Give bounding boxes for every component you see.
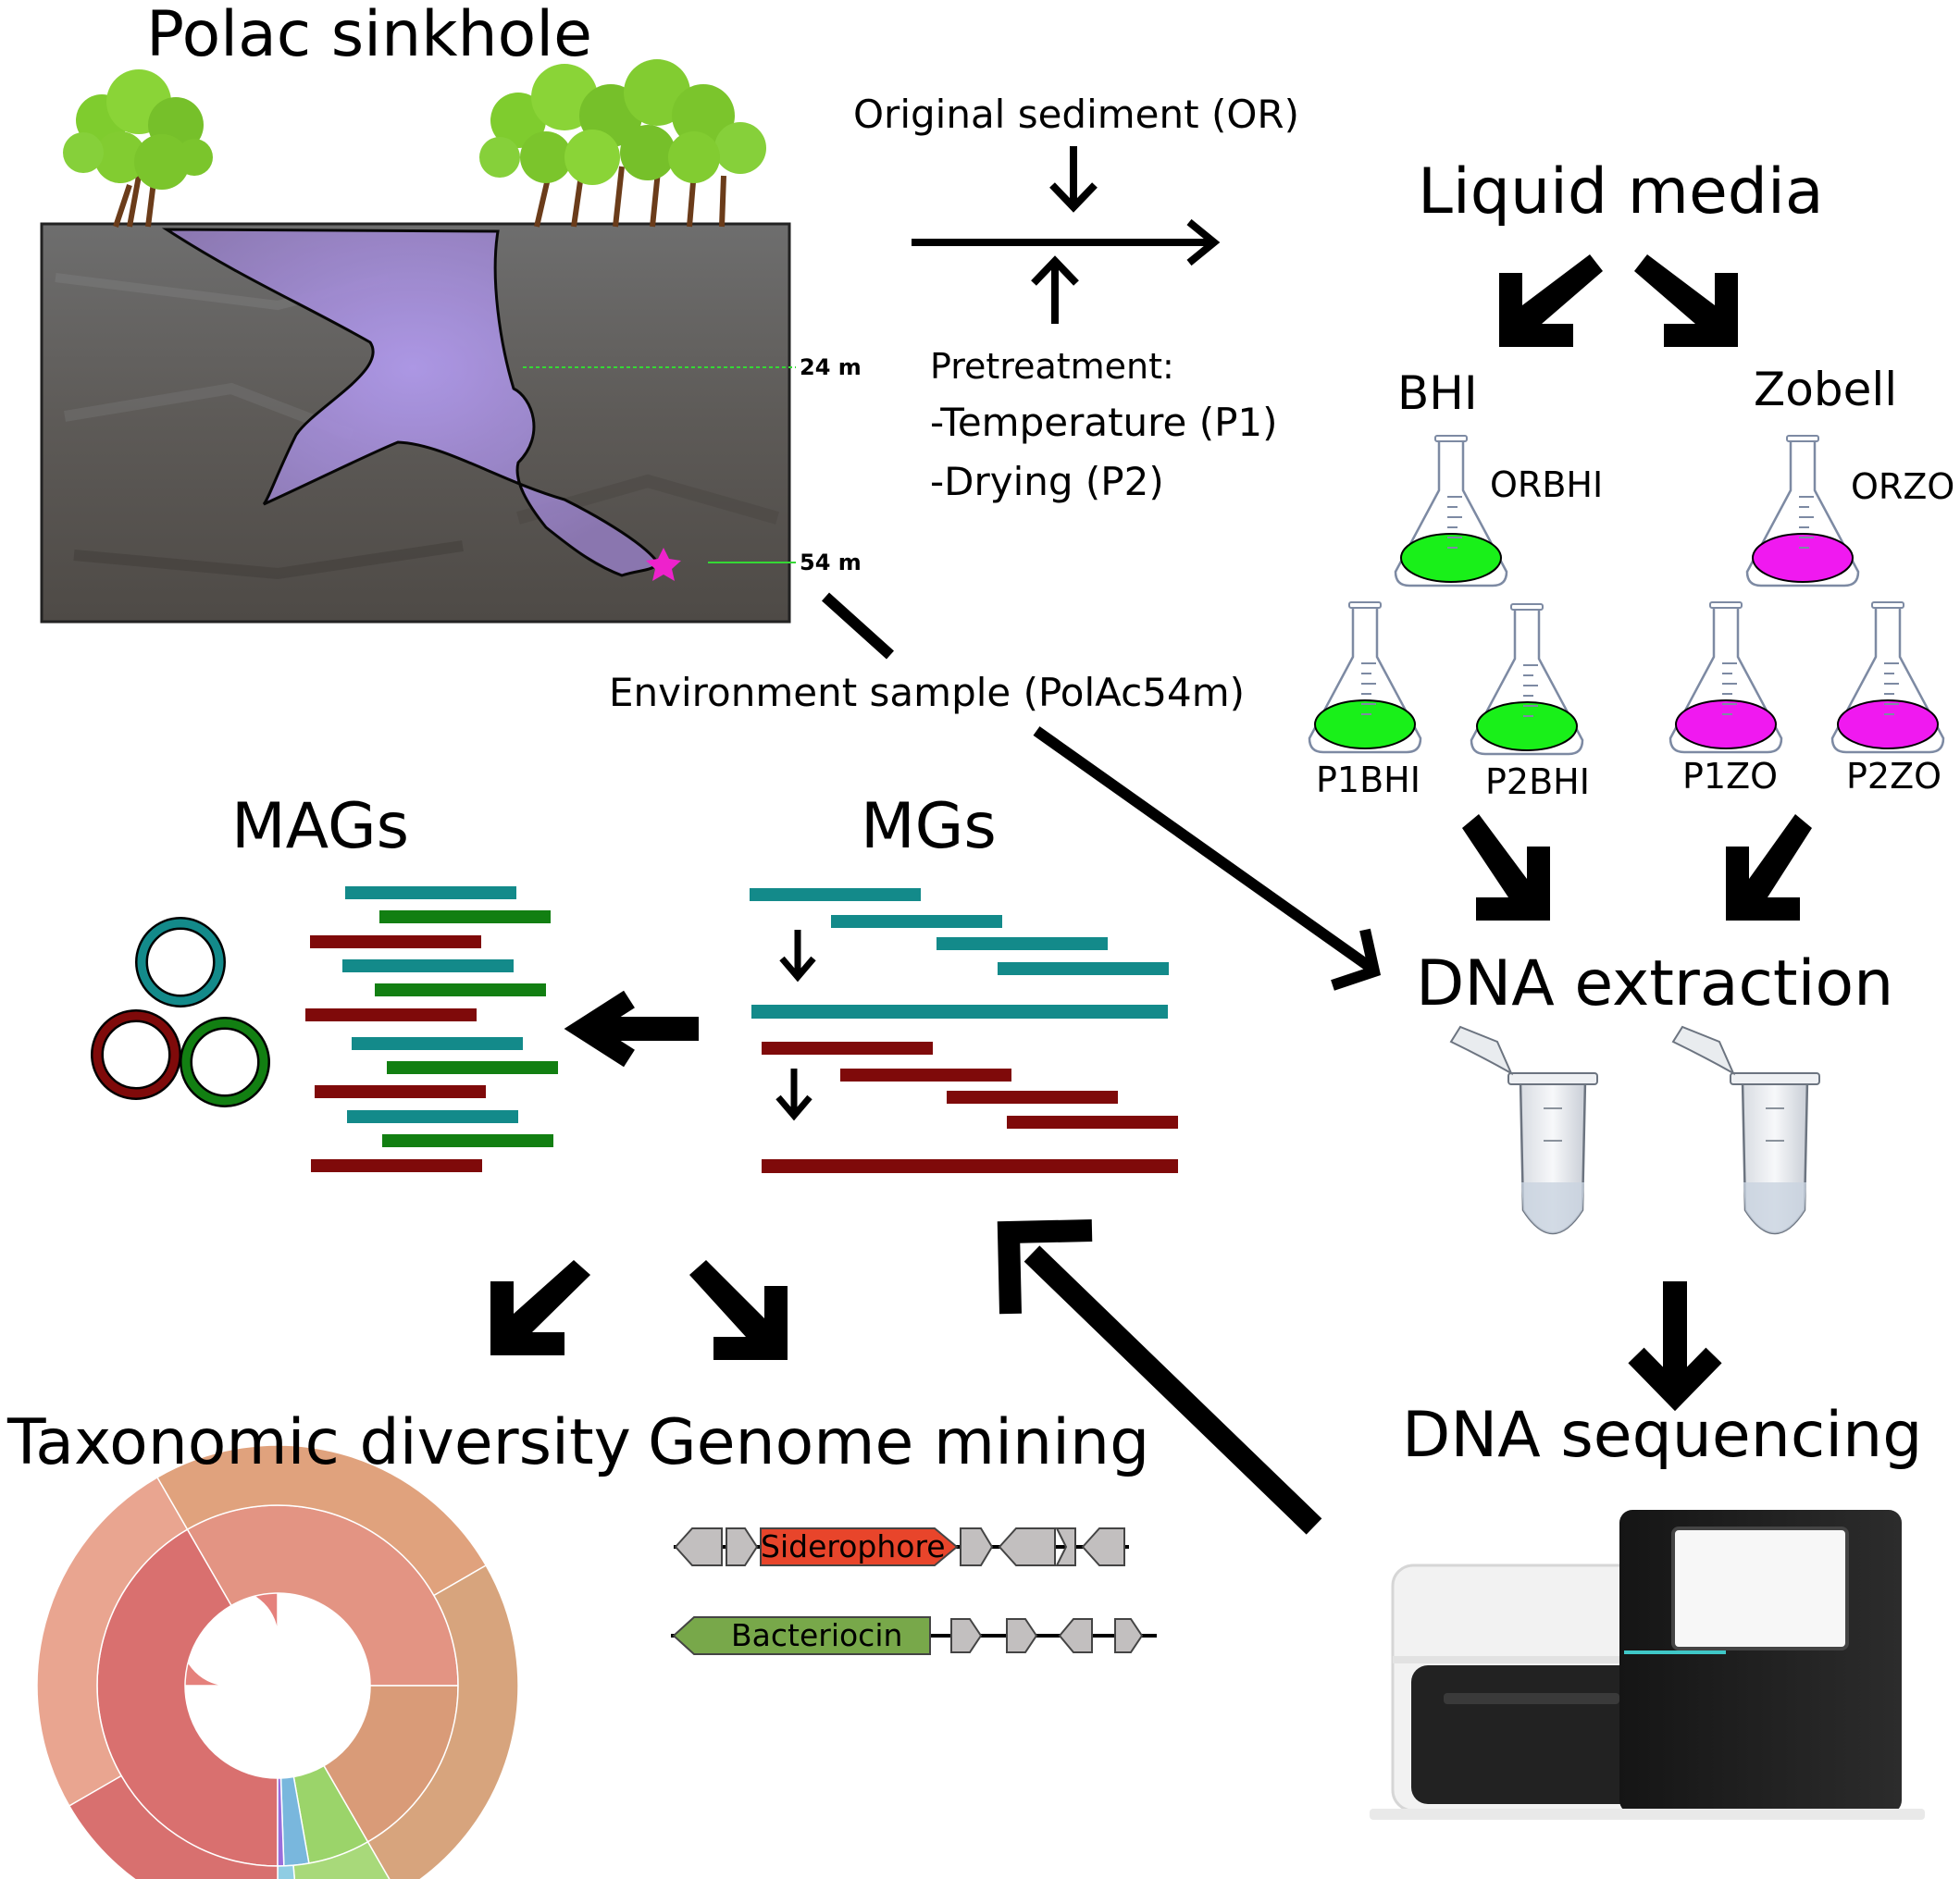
mag-read-bars — [305, 886, 558, 1172]
gene-arrow — [1081, 1527, 1125, 1566]
depth-label-54m: 54 m — [800, 550, 862, 575]
flask-p2zo — [1830, 601, 1945, 754]
orzo-label: ORZO — [1851, 466, 1955, 507]
liquid-media-title: Liquid media — [1418, 155, 1824, 229]
original-sediment-label: Original sediment (OR) — [853, 92, 1299, 137]
sample-site-star — [646, 548, 681, 581]
zobell-label: Zobell — [1754, 363, 1898, 416]
arrows — [564, 146, 1722, 1535]
mgs-title: MGs — [861, 790, 997, 863]
p1zo-label: P1ZO — [1682, 756, 1779, 797]
dna-sequencer — [1370, 1510, 1925, 1820]
gene-clusters — [671, 1527, 1157, 1655]
pretreatment-header: Pretreatment: — [930, 346, 1174, 387]
genome-mining-title: Genome mining — [648, 1406, 1150, 1479]
flask-orzo — [1745, 435, 1860, 587]
gene-arrow — [1006, 1618, 1038, 1653]
siderophore-gene — [760, 1527, 959, 1566]
gene-arrow — [998, 1527, 1056, 1566]
sinkhole-illustration — [40, 59, 796, 624]
gene-arrow — [1055, 1527, 1076, 1566]
dna-extraction-title: DNA extraction — [1416, 947, 1894, 1020]
bold-arrows — [490, 254, 1812, 1360]
orbhi-label: ORBHI — [1490, 464, 1604, 505]
flask-p1zo — [1668, 601, 1783, 754]
gene-arrow — [950, 1618, 983, 1653]
p1bhi-label: P1BHI — [1316, 760, 1420, 800]
tube-left — [1449, 1025, 1598, 1235]
bacteriocin-gene — [672, 1616, 931, 1655]
flasks — [1308, 435, 1945, 756]
environment-sample-label: Environment sample (PolAc54m) — [609, 670, 1245, 715]
mangrove-trees-left — [63, 69, 213, 228]
gene-arrow — [674, 1527, 723, 1566]
bhi-label: BHI — [1397, 366, 1478, 420]
gene-arrow — [726, 1527, 759, 1566]
flask-orbhi — [1394, 435, 1508, 587]
p2bhi-label: P2BHI — [1485, 761, 1590, 802]
flask-p2bhi — [1470, 603, 1584, 756]
gene-arrow — [1058, 1618, 1093, 1653]
tube-right — [1671, 1025, 1820, 1235]
gene-arrow — [1114, 1618, 1144, 1653]
bacteriocin-label: Bacteriocin — [731, 1617, 903, 1653]
sinkhole-title: Polac sinkhole — [146, 0, 592, 71]
cave-cavity — [161, 228, 662, 577]
depth-label-24m: 24 m — [800, 354, 862, 380]
flask-p1bhi — [1308, 601, 1422, 754]
siderophore-label: Siderophore — [761, 1528, 946, 1564]
gene-arrow — [960, 1527, 994, 1566]
p2zo-label: P2ZO — [1846, 756, 1942, 797]
mag-bins — [91, 917, 270, 1107]
taxonomic-diversity-title: Taxonomic diversity — [7, 1406, 631, 1479]
krona-outer-d — [292, 1840, 391, 1879]
mg-assembly-bars — [750, 888, 1178, 1173]
pretreatment-drying: -Drying (P2) — [930, 459, 1164, 504]
mangrove-trees-right — [479, 59, 766, 228]
krona-outer-c — [366, 1564, 519, 1879]
krona-outer-f — [68, 1774, 279, 1879]
krona-taxonomy-chart — [36, 1444, 519, 1879]
mags-title: MAGs — [231, 790, 410, 863]
microcentrifuge-tubes — [1449, 1025, 1820, 1235]
dna-sequencing-title: DNA sequencing — [1402, 1399, 1923, 1472]
pretreatment-temperature: -Temperature (P1) — [930, 400, 1278, 445]
